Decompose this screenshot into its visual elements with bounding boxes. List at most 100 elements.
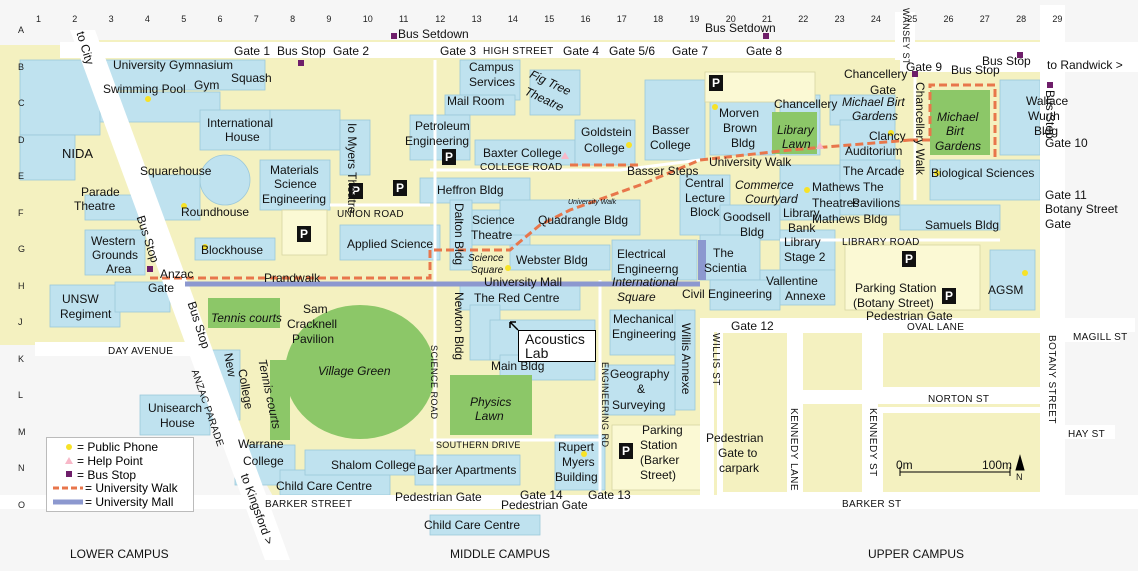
building-label: Auditorium xyxy=(845,144,903,158)
building-label: Wurth xyxy=(1028,109,1060,123)
grid-column-label: 26 xyxy=(943,14,954,24)
building-shape xyxy=(609,309,681,356)
building-label: Mathews xyxy=(812,180,861,194)
building-shape xyxy=(839,159,901,216)
street-label: KENNEDY LANE xyxy=(788,408,799,492)
phone-icon xyxy=(1022,270,1028,276)
building-label: House xyxy=(225,130,260,144)
building-shape xyxy=(989,249,1036,311)
grid-row-label: O xyxy=(18,499,26,510)
building-label: University Mall xyxy=(484,275,563,289)
gate-label: Gate 4 xyxy=(563,44,600,58)
block xyxy=(877,407,1048,498)
building-label: Lawn xyxy=(475,409,504,423)
street-label: KENNEDY ST xyxy=(867,408,878,477)
building-label: Science xyxy=(274,177,317,191)
tennis-courts-area xyxy=(208,298,280,328)
building-label: The Red Centre xyxy=(474,291,560,305)
grid-row-label: A xyxy=(18,25,25,35)
map-legend: = Public Phone = Help Point = Bus Stop =… xyxy=(46,437,194,512)
building-label: Courtyard xyxy=(745,192,798,206)
university-walk-line xyxy=(150,83,997,280)
building-label: Engineering xyxy=(405,134,470,148)
grid-row-label: H xyxy=(18,280,25,291)
building-label: Clancy xyxy=(869,129,906,143)
building-shape xyxy=(19,134,76,181)
street-label: HAY ST xyxy=(1068,429,1105,440)
phone-icon xyxy=(804,187,810,193)
gate-label: Anzac xyxy=(160,267,194,281)
building-shape xyxy=(84,229,146,276)
walk-segment xyxy=(150,138,911,280)
botany-street xyxy=(1040,5,1065,500)
street-label: OVAL LANE xyxy=(907,322,965,333)
kennedy-st xyxy=(864,318,878,503)
building-label: House xyxy=(160,416,195,430)
building-label: Gardens xyxy=(935,139,982,153)
building-label: International xyxy=(207,116,274,130)
building-label: & xyxy=(637,382,646,396)
building-label: Engineering xyxy=(262,192,327,206)
building-label: Square xyxy=(471,265,504,276)
building-label: Heffron Bldg xyxy=(437,183,504,197)
norton-st xyxy=(790,390,1050,404)
physics-lawn-area xyxy=(450,375,532,435)
phone-icon xyxy=(66,444,72,450)
building-label: Pavilions xyxy=(852,196,901,210)
area-label: UPPER CAMPUS xyxy=(868,547,965,561)
building-label: NIDA xyxy=(62,146,94,161)
building-label: Goldstein xyxy=(581,125,632,139)
building-label: Rupert xyxy=(558,440,595,454)
building-shape xyxy=(929,159,1041,201)
building-shape xyxy=(474,139,576,166)
gate-label: Botany Street xyxy=(1045,202,1118,216)
building-label: Electrical xyxy=(617,247,666,261)
building-shape xyxy=(199,109,271,151)
oval-lane xyxy=(705,318,1135,332)
building-label: Physics xyxy=(470,395,512,409)
building-label: Library xyxy=(783,206,820,220)
building-label: Bldg xyxy=(731,136,756,150)
building-shape xyxy=(574,119,636,166)
building-label: Bldg xyxy=(1034,124,1059,138)
building-label: Webster Bldg xyxy=(516,253,588,267)
acoustics-pointer-icon xyxy=(509,321,519,331)
parking-icon: P xyxy=(349,183,363,199)
building-label: Mail Room xyxy=(447,94,505,108)
block xyxy=(797,327,868,498)
scale-start-label: 0m xyxy=(896,458,913,472)
phone-icon xyxy=(505,265,511,271)
building-label: Michael Birt xyxy=(842,95,905,109)
building-label: Io Myers Theatre xyxy=(345,123,359,214)
street-label: UNION ROAD xyxy=(337,209,404,220)
legend-bus: = Bus Stop xyxy=(77,468,137,482)
university-mall-scientia xyxy=(698,240,706,280)
building-shape xyxy=(409,114,471,161)
area-label: MIDDLE CAMPUS xyxy=(450,547,551,561)
grid-column-label: 6 xyxy=(217,14,223,24)
anzac-parade xyxy=(70,30,290,560)
building-label: College xyxy=(650,138,691,152)
street-label: SCIENCE ROAD xyxy=(429,345,439,420)
building-label: International xyxy=(612,275,679,289)
building-shape xyxy=(604,364,676,416)
gate-label: Gate xyxy=(1045,217,1072,231)
building-label: Biological Sciences xyxy=(931,166,1035,180)
building-label: Pedestrian Gate xyxy=(395,490,482,504)
grid-column-label: 7 xyxy=(253,14,259,24)
gate-label: Gate 7 xyxy=(672,44,709,58)
bus-stop-icon xyxy=(763,33,769,39)
building-label: Civil Engineering xyxy=(682,287,773,301)
hay-st xyxy=(1065,425,1115,439)
building-label: Block xyxy=(690,205,720,219)
parking-icon: P xyxy=(393,180,407,196)
building-shape xyxy=(304,449,416,476)
direction-label: to Randwick > xyxy=(1047,58,1123,72)
building-label: Child Care Centre xyxy=(276,479,373,493)
grid-column-label: 12 xyxy=(435,14,446,24)
building-label: Acoustics xyxy=(525,331,585,347)
building-label: Science xyxy=(468,253,504,264)
building-label: Samuels Bldg xyxy=(925,218,1000,232)
building-label: (Barker xyxy=(640,453,680,467)
building-label: Bldg xyxy=(740,225,765,239)
